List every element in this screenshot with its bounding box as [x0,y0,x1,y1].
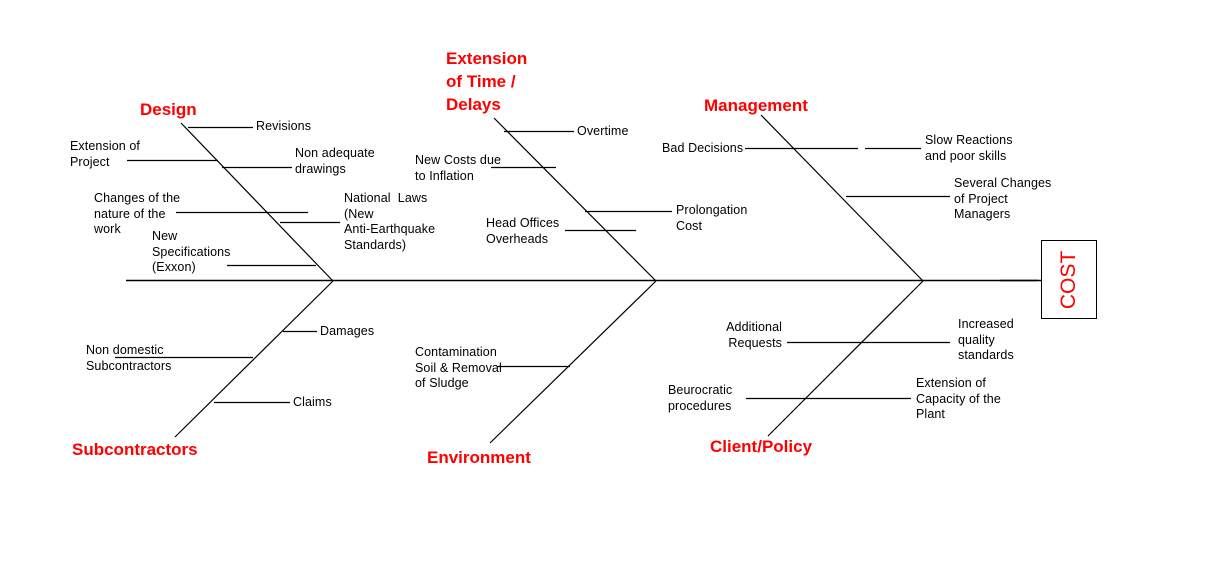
cause-slow-reactions: Slow Reactions and poor skills [925,133,1013,163]
cause-overtime: Overtime [577,124,629,138]
cause-national-laws: National Laws (New Anti-Earthquake Stand… [344,191,436,252]
category-heading-design: Design [140,100,197,119]
category-heading-client-policy: Client/Policy [710,437,813,456]
cause-several-changes-of-pm: Several Changes of Project Managers [954,176,1052,221]
effect-label: COST [1057,250,1080,309]
cause-claims: Claims [293,395,332,409]
cause-non-adequate-drawings: Non adequate drawings [295,146,375,176]
cause-increased-quality-standards: Increased quality standards [958,317,1014,362]
bone-management [760,114,924,282]
cause-additional-requests: Additional Requests [726,320,782,350]
cause-new-costs-due-to-inflation: New Costs due to Inflation [415,153,502,183]
bone-subcontractors [174,280,334,438]
bone-extension-of-time [493,117,657,282]
category-heading-extension-of-time: Extension of Time / Delays [446,49,528,114]
effect-box: COST [1041,240,1097,319]
category-heading-management: Management [704,96,808,115]
cause-extension-of-capacity: Extension of Capacity of the Plant [916,376,1001,421]
cause-extension-of-project: Extension of Project [70,139,140,169]
bone-environment [489,280,657,444]
cause-new-specifications: New Specifications (Exxon) [152,229,231,274]
cause-head-offices-overheads: Head Offices Overheads [486,216,560,246]
cause-non-domestic-subcontractors: Non domestic Subcontractors [86,343,172,373]
cause-bad-decisions: Bad Decisions [662,141,744,155]
category-heading-subcontractors: Subcontractors [72,440,198,459]
cause-contamination-soil-removal: Contamination Soil & Removal of Sludge [415,345,502,390]
cause-changes-nature-of-work: Changes of the nature of the work [94,191,181,236]
category-heading-environment: Environment [427,448,531,467]
cause-beurocratic-procedures: Beurocratic procedures [668,383,733,413]
cause-damages: Damages [320,324,375,338]
bone-client-policy [767,280,924,437]
cause-prolongation-cost: Prolongation Cost [676,203,748,233]
cause-revisions: Revisions [256,119,312,133]
